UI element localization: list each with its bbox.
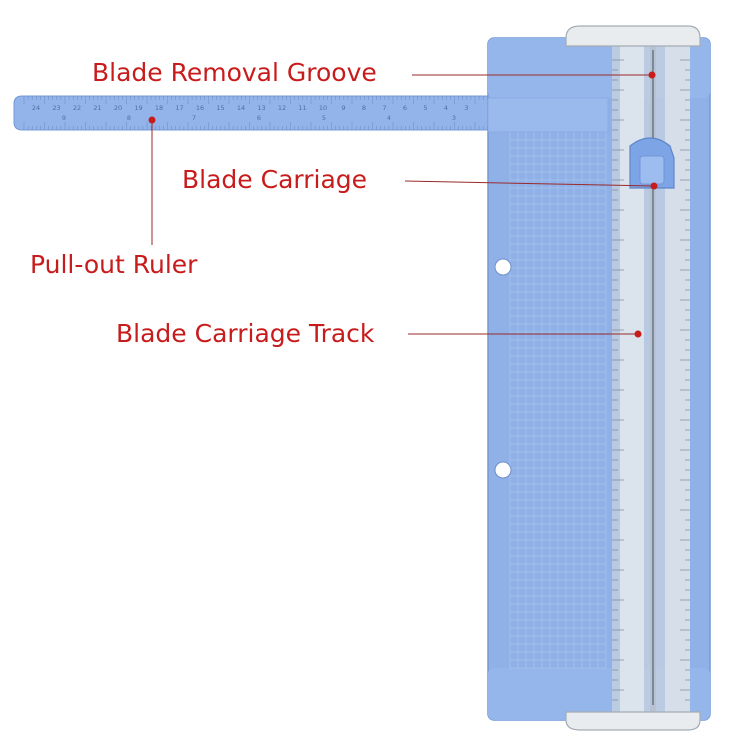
ruler-number: 7 xyxy=(382,104,386,112)
callout-blade-removal-groove: Blade Removal Groove xyxy=(92,58,377,87)
ruler-number: 6 xyxy=(403,104,407,112)
ruler-number: 23 xyxy=(52,104,60,112)
callout-blade-carriage: Blade Carriage xyxy=(182,165,368,194)
ruler-number: 5 xyxy=(423,104,427,112)
ruler-number: 15 xyxy=(216,104,224,112)
ruler-number: 3 xyxy=(464,104,468,112)
ruler-number: 10 xyxy=(319,104,327,112)
ruler-number: 13 xyxy=(257,104,265,112)
leader-dot-pullout-ruler xyxy=(148,116,156,124)
ruler-number: 18 xyxy=(155,104,163,112)
cutting-grid xyxy=(509,132,607,669)
ruler-inch-number: 4 xyxy=(387,114,391,122)
ruler-number: 19 xyxy=(134,104,142,112)
callout-blade-carriage-track: Blade Carriage Track xyxy=(116,319,375,348)
mounting-hole-top xyxy=(494,258,512,276)
leader-dot-blade-removal-groove xyxy=(648,71,656,79)
ruler-number: 8 xyxy=(362,104,366,112)
blade-carriage xyxy=(629,137,675,189)
ruler-number: 22 xyxy=(73,104,81,112)
ruler-ticks xyxy=(23,96,488,130)
ruler-number: 9 xyxy=(341,104,345,112)
ruler-number: 20 xyxy=(114,104,122,112)
ruler-number: 17 xyxy=(175,104,183,112)
top-clip xyxy=(565,25,701,47)
callout-pullout-ruler: Pull-out Ruler xyxy=(30,250,198,279)
bottom-clip xyxy=(565,711,701,731)
ruler-inch-number: 9 xyxy=(62,114,66,122)
ruler-inch-number: 6 xyxy=(257,114,261,122)
ruler-inch-number: 8 xyxy=(127,114,131,122)
ruler-number: 4 xyxy=(444,104,448,112)
leader-line-blade-carriage xyxy=(404,180,655,187)
ruler-inch-number: 5 xyxy=(322,114,326,122)
ruler-number: 16 xyxy=(196,104,204,112)
leader-dot-blade-carriage xyxy=(650,182,658,190)
ruler-inch-number: 3 xyxy=(452,114,456,122)
ruler-number: 11 xyxy=(298,104,306,112)
leader-dot-blade-carriage-track xyxy=(634,330,642,338)
ruler-number: 24 xyxy=(32,104,40,112)
track-ticks xyxy=(612,59,690,701)
ruler-number: 12 xyxy=(278,104,286,112)
mounting-hole-bottom xyxy=(494,461,512,479)
leader-lines xyxy=(148,71,658,338)
ruler-inch-number: 7 xyxy=(192,114,196,122)
ruler-number: 21 xyxy=(93,104,101,112)
ruler-number: 14 xyxy=(237,104,245,112)
